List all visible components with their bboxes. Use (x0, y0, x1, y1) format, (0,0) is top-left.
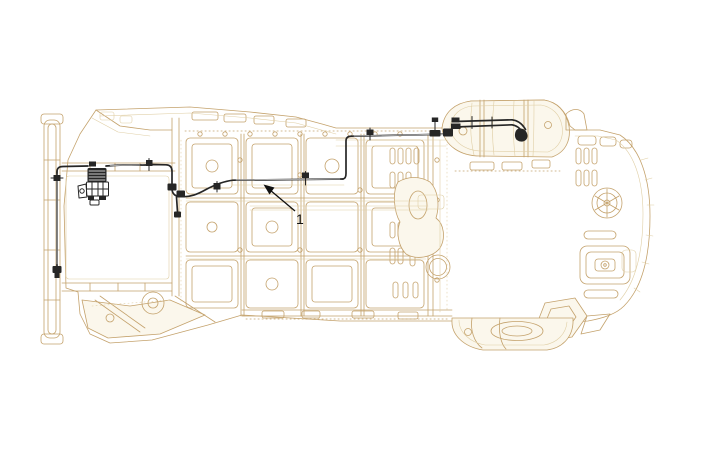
front-left-wheel-arch (95, 109, 173, 131)
fuel-line-tank-bend-upper (511, 118, 527, 131)
front-bumper-bar (40, 113, 64, 345)
fuel-line-tank-pair-upper (454, 118, 513, 123)
fuel-line-front-elbow (56, 165, 89, 173)
callout-arrowhead (263, 184, 275, 195)
muffler-heat-shield (451, 317, 574, 351)
fuel-line-mid-run (171, 178, 344, 198)
driveline-parts (394, 177, 451, 280)
cross-members (185, 133, 434, 317)
fuel-line-tank-pair-lower (454, 123, 513, 128)
fuel-line-riser (342, 133, 447, 180)
fuel-line-drop-stub (175, 196, 179, 213)
fuel-line-highlight (50, 116, 528, 278)
bottom-sill (241, 309, 453, 320)
line-clamps-and-connectors (50, 116, 528, 278)
tube-centerlines (56, 134, 444, 265)
callout-label: 1 (296, 211, 304, 227)
fuel-pump-assembly (77, 161, 109, 206)
floor-panels (185, 137, 425, 309)
rocker-top-band (184, 111, 441, 132)
callout-arrow-line (269, 189, 296, 212)
secondary-linework (65, 100, 655, 346)
callout-1: 1 (263, 184, 304, 227)
fuel-tank (441, 99, 570, 172)
front-lower-arch (81, 291, 216, 339)
vehicle-underbody-linework (40, 99, 655, 351)
engine-bay-rails (61, 117, 180, 297)
